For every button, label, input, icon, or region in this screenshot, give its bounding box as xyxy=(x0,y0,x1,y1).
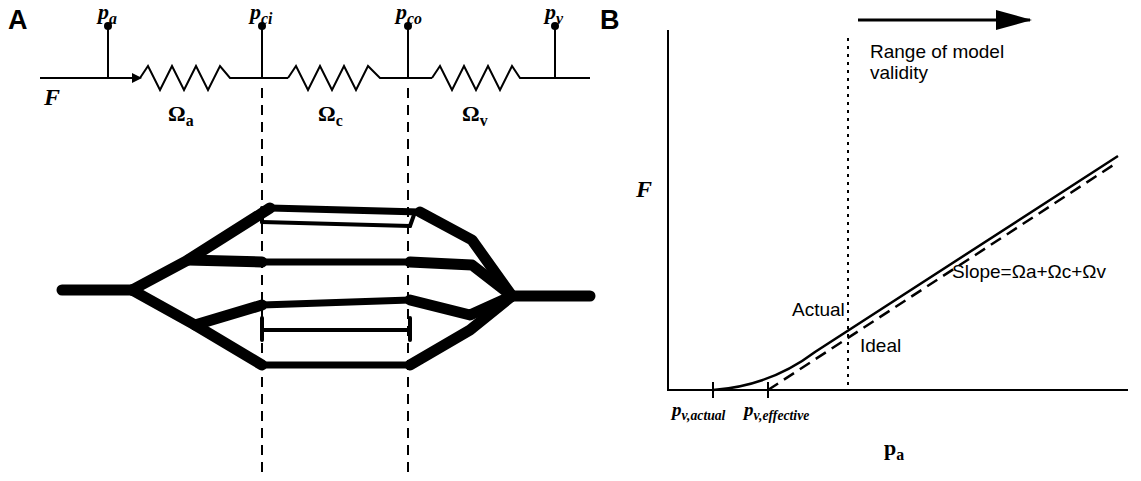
pressure-label: pa xyxy=(98,0,117,27)
resistance-label: Ωa xyxy=(168,102,194,129)
range-note: Range of model validity xyxy=(870,42,1010,84)
divider-lines xyxy=(262,88,408,478)
axis-label: F xyxy=(636,176,652,202)
slope-label: Slope=Ωa+Ωc+Ωv xyxy=(952,262,1106,283)
terminal-dots xyxy=(104,22,559,30)
resistance-label: Ωv xyxy=(462,102,488,129)
resistance-label: Ωc xyxy=(318,102,343,129)
resistor-symbol xyxy=(288,66,432,90)
tick-label: pv,effective xyxy=(744,400,809,423)
flow-label: F xyxy=(44,84,60,110)
pressure-label: pv xyxy=(545,0,563,27)
range-arrow xyxy=(858,19,1030,22)
vessel-network xyxy=(62,208,590,365)
graph xyxy=(667,20,1128,398)
y-axis xyxy=(667,30,669,391)
x-axis xyxy=(667,389,1128,391)
tick-label: pv,actual xyxy=(672,400,725,423)
circuit xyxy=(40,28,590,90)
flow-wire xyxy=(40,77,140,79)
resistor-symbol xyxy=(140,66,288,90)
actual-curve xyxy=(713,156,1118,390)
pressure-label: pci xyxy=(250,0,272,27)
axis-label: pa xyxy=(884,436,904,463)
pressure-label: pco xyxy=(396,0,422,27)
resistor-symbol xyxy=(432,66,590,90)
curve-label: Ideal xyxy=(860,336,901,357)
panel-letter: A xyxy=(8,6,28,36)
ideal-line xyxy=(768,162,1118,390)
curve-label: Actual xyxy=(792,300,845,321)
panel-letter: B xyxy=(600,6,620,36)
